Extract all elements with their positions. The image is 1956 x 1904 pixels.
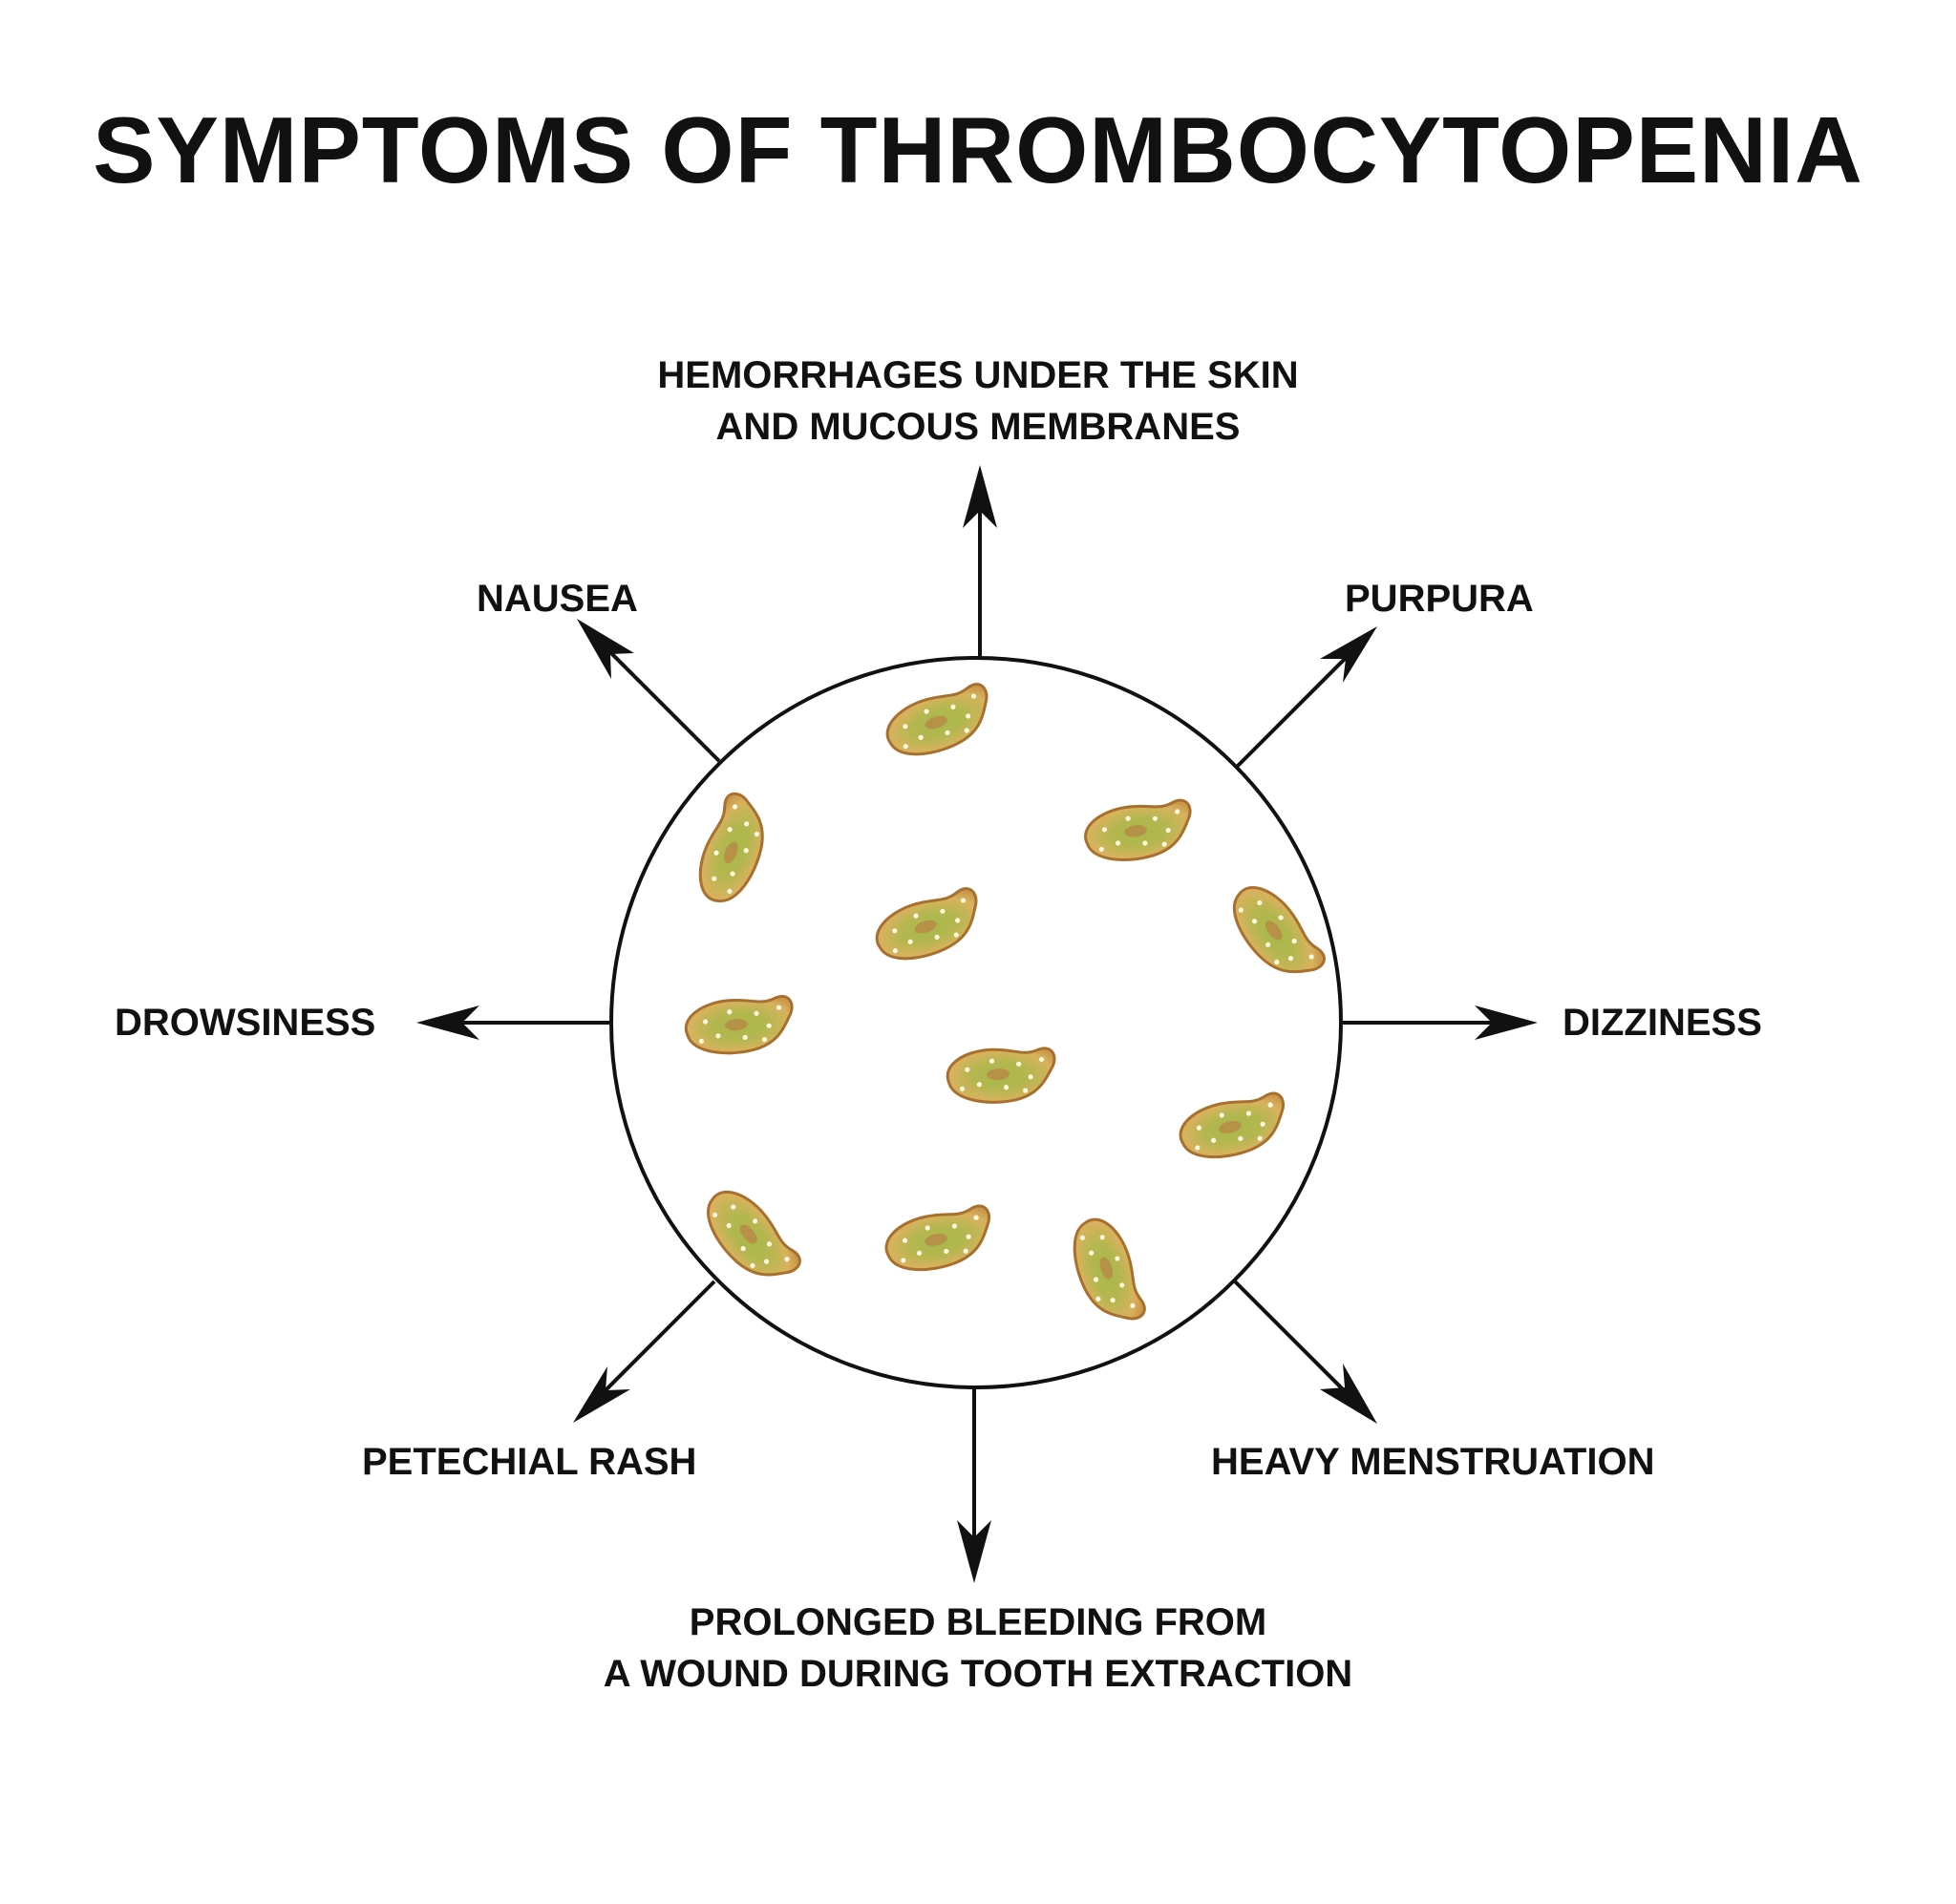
platelet-cell — [707, 1190, 801, 1277]
platelets-group — [684, 683, 1326, 1321]
platelet-cell — [875, 887, 978, 961]
platelet-cell — [1073, 1217, 1146, 1321]
arrowhead-top-right — [1320, 626, 1377, 683]
arrows — [439, 492, 1514, 1556]
diagram-title: SYMPTOMS OF THROMBOCYTOPENIA — [93, 97, 1863, 202]
arrowhead-top-left — [577, 619, 634, 679]
arrow-bottom-left — [592, 1280, 716, 1404]
platelet-cell — [885, 683, 989, 756]
label-drowsiness: DROWSINESS — [115, 1002, 376, 1044]
label-purpura: PURPURA — [1345, 578, 1534, 620]
arrow-top-left — [596, 638, 721, 763]
label-heavy-menstruation: HEAVY MENSTRUATION — [1211, 1441, 1655, 1483]
label-hemorrhages: HEMORRHAGES UNDER THE SKIN AND MUCOUS ME… — [596, 349, 1360, 453]
platelet-cell — [884, 1204, 990, 1272]
platelet-cell — [1233, 886, 1326, 974]
label-prolonged-bleeding-line-2: A WOUND DURING TOOTH EXTRACTION — [603, 1653, 1353, 1695]
label-hemorrhages-line-2: AND MUCOUS MEMBRANES — [715, 406, 1241, 448]
arrowheads — [416, 465, 1538, 1583]
platelet-cell — [698, 792, 764, 902]
label-prolonged-bleeding-line-1: PROLONGED BLEEDING FROM — [689, 1601, 1267, 1643]
label-nausea: NAUSEA — [477, 578, 638, 620]
arrowhead-top — [963, 465, 997, 528]
label-prolonged-bleeding: PROLONGED BLEEDING FROM A WOUND DURING T… — [548, 1597, 1408, 1700]
arrowhead-bottom — [957, 1520, 991, 1583]
arrow-bottom-right — [1233, 1280, 1358, 1405]
label-dizziness: DIZZINESS — [1563, 1002, 1762, 1044]
arrowhead-left — [416, 1005, 479, 1040]
arrowhead-bottom-left — [573, 1366, 630, 1423]
arrowhead-bottom-right — [1320, 1364, 1377, 1424]
platelet-cell — [1179, 1091, 1285, 1159]
label-petechial-rash: PETECHIAL RASH — [362, 1441, 697, 1483]
platelet-cell — [684, 995, 794, 1055]
label-hemorrhages-line-1: HEMORRHAGES UNDER THE SKIN — [657, 354, 1299, 396]
platelet-cell — [946, 1047, 1056, 1104]
arrow-top-right — [1233, 645, 1358, 771]
arrowhead-right — [1475, 1005, 1538, 1040]
platelet-cell — [1084, 798, 1192, 861]
